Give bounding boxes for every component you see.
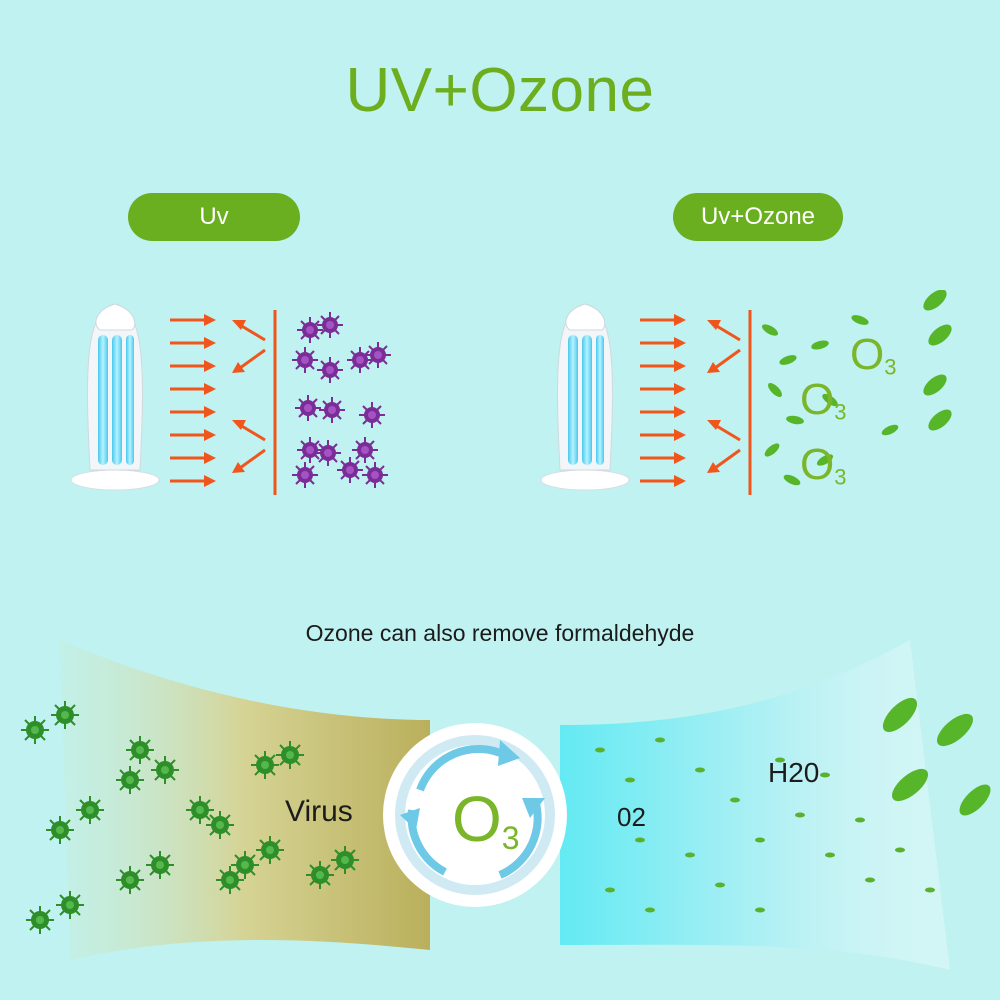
arrow-right-icon [638, 312, 688, 489]
uv-lamp-icon [540, 303, 630, 491]
o3-center-label: O3 [452, 783, 520, 856]
uv-ozone-panel [540, 290, 952, 495]
h2o-label: H20 [768, 757, 820, 788]
ozone-label: O3 [800, 375, 847, 425]
reflect-arrows [232, 320, 266, 473]
virus-label: Virus [285, 795, 353, 828]
leaf-icon [760, 290, 952, 488]
leaf-icon [595, 697, 991, 913]
uv-lamp-icon [70, 303, 160, 491]
o3-cycle-icon [383, 723, 567, 907]
formaldehyde-diagram [20, 640, 991, 970]
uv-button[interactable]: Uv [128, 193, 300, 241]
caption-text: Ozone can also remove formaldehyde [305, 620, 695, 646]
page-title: UV+Ozone [345, 56, 655, 125]
virus-icon [291, 311, 392, 489]
ozone-label: O3 [800, 440, 847, 490]
reflect-arrows [707, 320, 741, 473]
uv-ozone-button[interactable]: Uv+Ozone [673, 193, 843, 241]
uv-panel [70, 303, 392, 495]
o2-label: 02 [617, 802, 646, 832]
ozone-label: O3 [850, 330, 897, 380]
arrow-right-icon [168, 312, 218, 489]
